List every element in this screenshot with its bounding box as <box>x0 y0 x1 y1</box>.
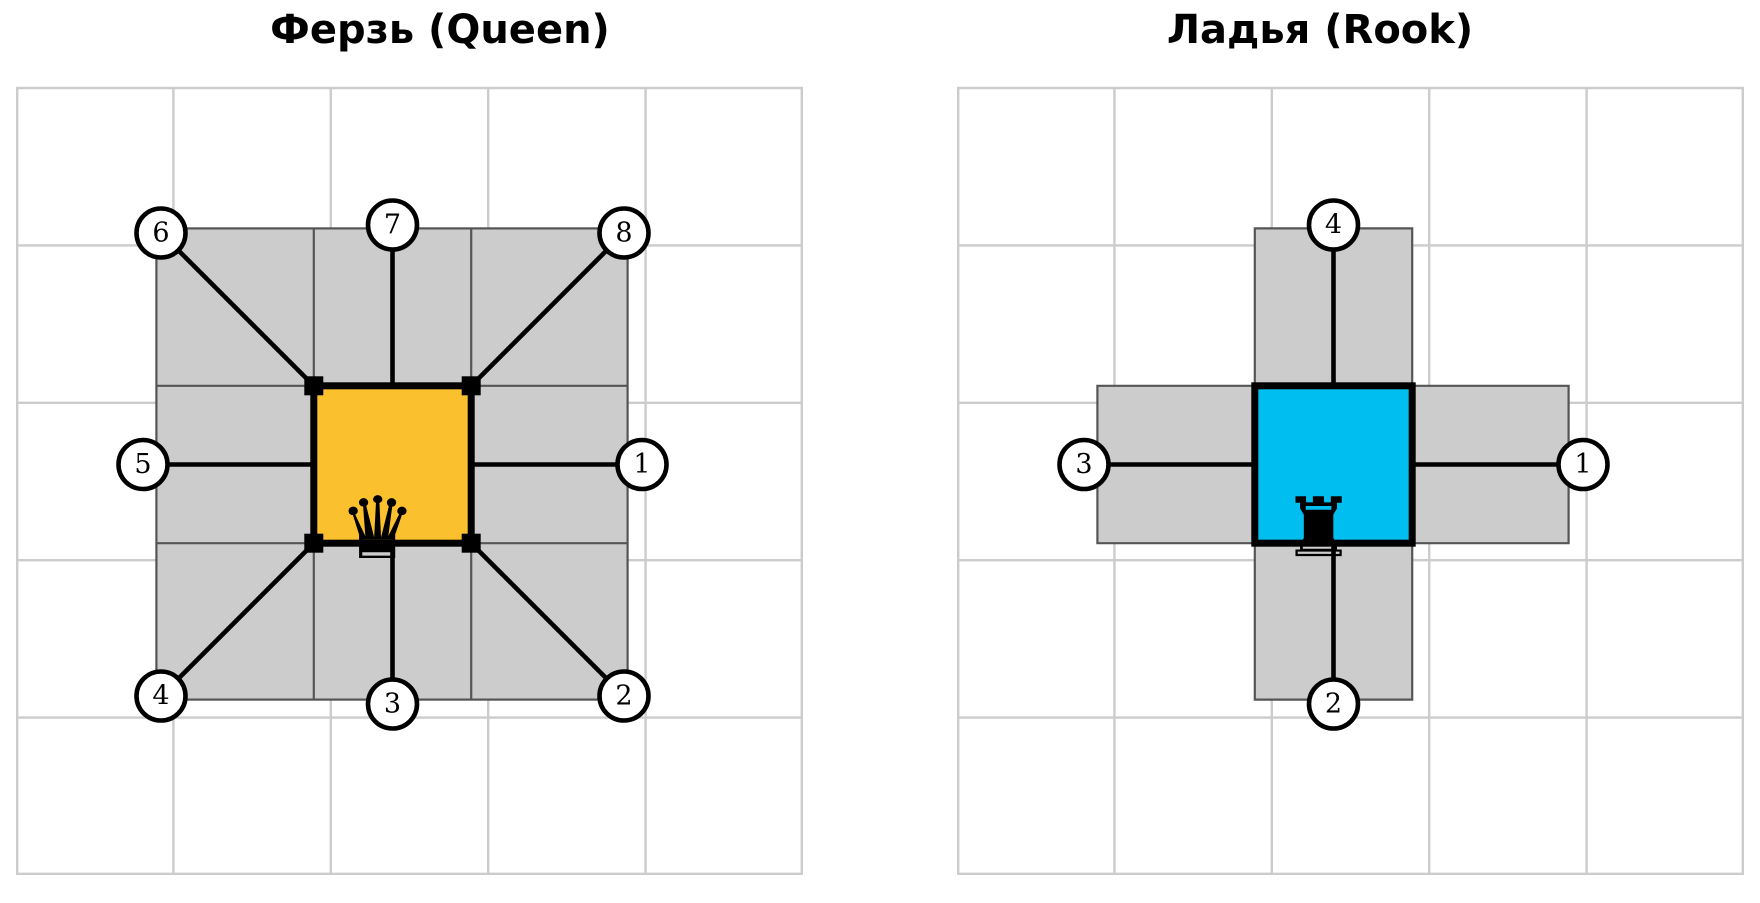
move-marker-2[interactable]: 2 <box>597 669 651 723</box>
corner-marker-ne <box>461 376 481 396</box>
move-marker-3-label: 3 <box>1075 449 1092 480</box>
rook-board: 1 2 3 4 <box>957 86 1744 875</box>
move-marker-1[interactable]: 1 <box>615 437 669 492</box>
panel-rook: Ладья (Rook) <box>880 0 1760 903</box>
move-marker-7[interactable]: 7 <box>365 198 420 252</box>
move-marker-1-label: 1 <box>1574 449 1591 480</box>
move-marker-6-label: 6 <box>152 218 169 249</box>
panel-rook-title: Ладья (Rook) <box>1166 7 1474 53</box>
connector-move-8 <box>469 248 609 388</box>
queen-board-svg: 1 2 3 4 <box>16 86 803 875</box>
connector-move-6 <box>176 248 316 388</box>
corner-marker-nw <box>304 376 324 396</box>
rook-highlight-square[interactable] <box>1251 382 1416 547</box>
move-marker-2-label: 2 <box>615 681 632 712</box>
move-marker-2-label: 2 <box>1325 689 1342 720</box>
panel-queen: Ферзь (Queen) <box>16 7 803 875</box>
queen-connectors <box>167 248 618 681</box>
move-marker-4-label: 4 <box>152 681 169 712</box>
queen-move-markers: 1 2 3 4 <box>116 198 669 731</box>
move-marker-4-label: 4 <box>1325 210 1342 241</box>
move-marker-8-label: 8 <box>615 218 632 249</box>
rook-board-svg: 1 2 3 4 <box>957 86 1744 875</box>
move-marker-8[interactable]: 8 <box>597 206 651 260</box>
move-marker-5[interactable]: 5 <box>116 437 170 492</box>
connector-move-2 <box>469 541 609 681</box>
move-marker-6[interactable]: 6 <box>134 206 188 260</box>
move-marker-3-label: 3 <box>384 689 401 720</box>
move-marker-1[interactable]: 1 <box>1556 437 1610 492</box>
corner-marker-se <box>461 533 481 553</box>
queen-board: 1 2 3 4 <box>16 86 803 875</box>
move-marker-7-label: 7 <box>384 210 401 241</box>
connector-move-4 <box>176 541 316 681</box>
move-marker-2[interactable]: 2 <box>1306 677 1361 731</box>
move-marker-3[interactable]: 3 <box>1057 437 1111 492</box>
move-marker-3[interactable]: 3 <box>365 677 420 731</box>
move-marker-4[interactable]: 4 <box>134 669 188 723</box>
move-marker-4[interactable]: 4 <box>1306 198 1361 252</box>
rook-move-markers: 1 2 3 4 <box>1057 198 1610 731</box>
move-marker-5-label: 5 <box>134 449 151 480</box>
move-marker-1-label: 1 <box>633 449 650 480</box>
rook-connectors <box>1108 249 1559 680</box>
panel-queen-title: Ферзь (Queen) <box>270 7 610 53</box>
queen-corner-markers <box>304 376 481 553</box>
corner-marker-sw <box>304 533 324 553</box>
queen-highlight-square[interactable] <box>310 382 475 547</box>
